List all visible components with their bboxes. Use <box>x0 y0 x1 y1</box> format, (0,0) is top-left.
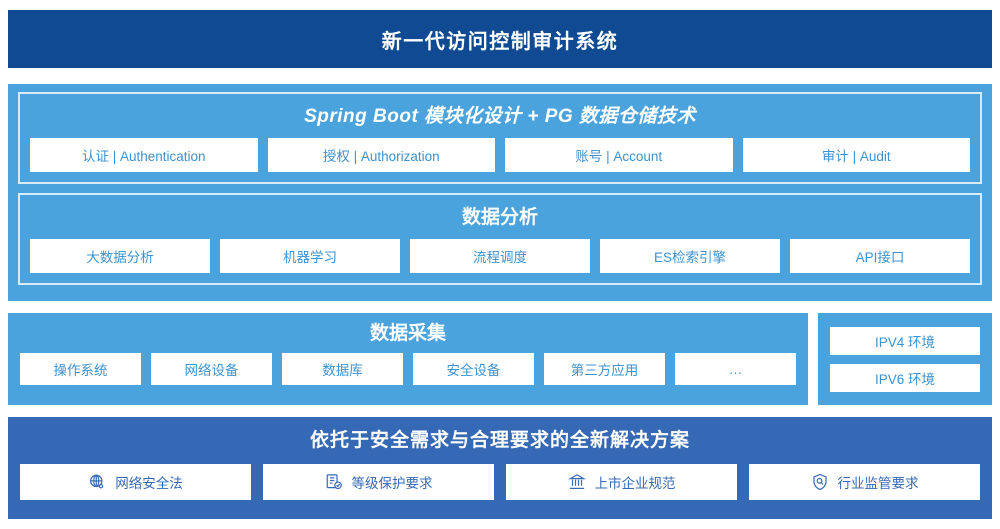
chip-es-search-engine[interactable]: ES检索引擎 <box>600 239 780 273</box>
data-analysis-panel: 数据分析 大数据分析 机器学习 流程调度 ES检索引擎 API接口 <box>18 193 982 285</box>
chip-more-ellipsis[interactable]: … <box>675 353 796 385</box>
compliance-title: 依托于安全需求与合理要求的全新解决方案 <box>309 430 690 451</box>
bank-building-icon <box>567 473 586 491</box>
chip-api-interface[interactable]: API接口 <box>790 239 970 273</box>
page-header: 新一代访问控制审计系统 <box>8 10 992 68</box>
chip-classified-protection[interactable]: 等级保护要求 <box>263 464 494 500</box>
chip-label: 上市企业规范 <box>594 476 676 491</box>
chip-authentication[interactable]: 认证 | Authentication <box>30 138 258 172</box>
globe-network-icon <box>88 473 106 491</box>
chip-security-device[interactable]: 安全设备 <box>413 353 534 385</box>
data-collection-panel: 数据采集 操作系统 网络设备 数据库 安全设备 第三方应用 … <box>8 313 808 405</box>
spring-boot-panel: Spring Boot 模块化设计 + PG 数据仓储技术 认证 | Authe… <box>18 92 982 184</box>
spring-boot-chip-row: 认证 | Authentication 授权 | Authorization 账… <box>30 138 970 172</box>
chip-audit[interactable]: 审计 | Audit <box>742 138 970 172</box>
chip-account[interactable]: 账号 | Account <box>505 138 733 172</box>
chip-ipv6-environment[interactable]: IPV6 环境 <box>830 363 980 392</box>
data-analysis-panel-title: 数据分析 <box>461 207 538 228</box>
compliance-block: 依托于安全需求与合理要求的全新解决方案 网络安全法 <box>8 417 992 519</box>
data-collection-chip-row: 操作系统 网络设备 数据库 安全设备 第三方应用 … <box>20 353 796 385</box>
chip-listed-enterprise-standard[interactable]: 上市企业规范 <box>506 464 737 500</box>
data-collection-panel-title: 数据采集 <box>369 323 446 344</box>
chip-third-party-application[interactable]: 第三方应用 <box>544 353 665 385</box>
chip-cybersecurity-law[interactable]: 网络安全法 <box>20 464 251 500</box>
chip-authorization[interactable]: 授权 | Authorization <box>267 138 495 172</box>
data-analysis-chip-row: 大数据分析 机器学习 流程调度 ES检索引擎 API接口 <box>30 239 970 273</box>
chip-machine-learning[interactable]: 机器学习 <box>220 239 400 273</box>
chip-industry-regulation[interactable]: 行业监管要求 <box>749 464 980 500</box>
document-check-icon <box>325 473 343 491</box>
page-title: 新一代访问控制审计系统 <box>381 30 619 53</box>
chip-ipv4-environment[interactable]: IPV4 环境 <box>830 326 980 355</box>
shield-search-icon <box>811 473 829 491</box>
chip-process-scheduling[interactable]: 流程调度 <box>410 239 590 273</box>
chip-big-data-analysis[interactable]: 大数据分析 <box>30 239 210 273</box>
chip-label: 行业监管要求 <box>837 476 919 491</box>
chip-database[interactable]: 数据库 <box>282 353 403 385</box>
chip-label: 网络安全法 <box>115 476 183 491</box>
compliance-chip-row: 网络安全法 等级保护要求 <box>20 464 980 500</box>
data-collection-row: 数据采集 操作系统 网络设备 数据库 安全设备 第三方应用 … IPV4 环境 … <box>8 313 992 405</box>
chip-label: 等级保护要求 <box>351 476 433 491</box>
spring-boot-panel-title: Spring Boot 模块化设计 + PG 数据仓储技术 <box>304 106 696 127</box>
environment-panel: IPV4 环境 IPV6 环境 <box>818 313 992 405</box>
chip-network-device[interactable]: 网络设备 <box>151 353 272 385</box>
chip-operating-system[interactable]: 操作系统 <box>20 353 141 385</box>
architecture-block: Spring Boot 模块化设计 + PG 数据仓储技术 认证 | Authe… <box>8 84 992 301</box>
